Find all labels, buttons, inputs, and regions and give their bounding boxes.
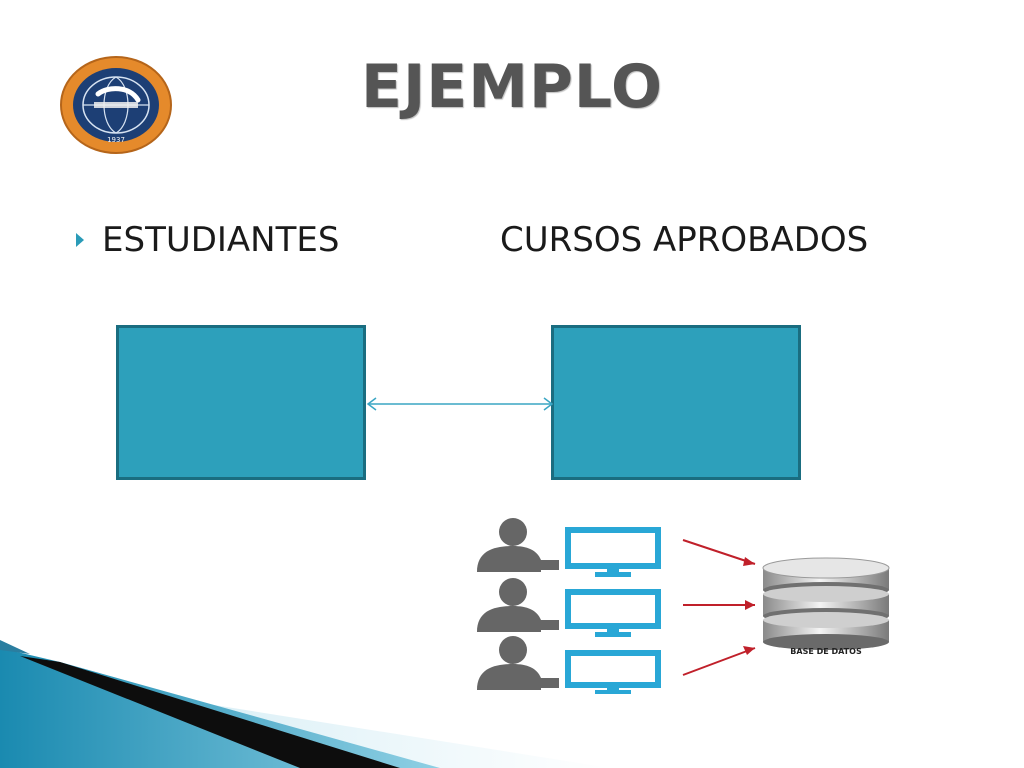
monitor-icon [565,527,661,577]
decorative-corner-swoosh [0,640,610,768]
entity-label-estudiantes: ESTUDIANTES [102,220,340,260]
entity-box-estudiantes [116,325,366,480]
logo-year: 1937 [107,136,125,144]
bullet-arrow-icon [76,233,84,247]
faculty-logo-icon: 1937 [60,56,172,154]
connection-lines [682,539,756,676]
monitor-icon [565,650,661,694]
user-icon [477,518,559,572]
database-network-figure: BASE DE DATOS [477,518,890,694]
monitor-icon [565,589,661,637]
entity-box-cursos [551,325,801,480]
database-label: BASE DE DATOS [790,647,862,656]
slide-title: EJEMPLO [360,52,664,122]
user-icon [477,578,559,632]
entity-label-cursos: CURSOS APROBADOS [500,220,869,260]
database-icon [762,557,890,650]
relationship-connector [366,397,554,411]
user-icon [477,636,559,690]
